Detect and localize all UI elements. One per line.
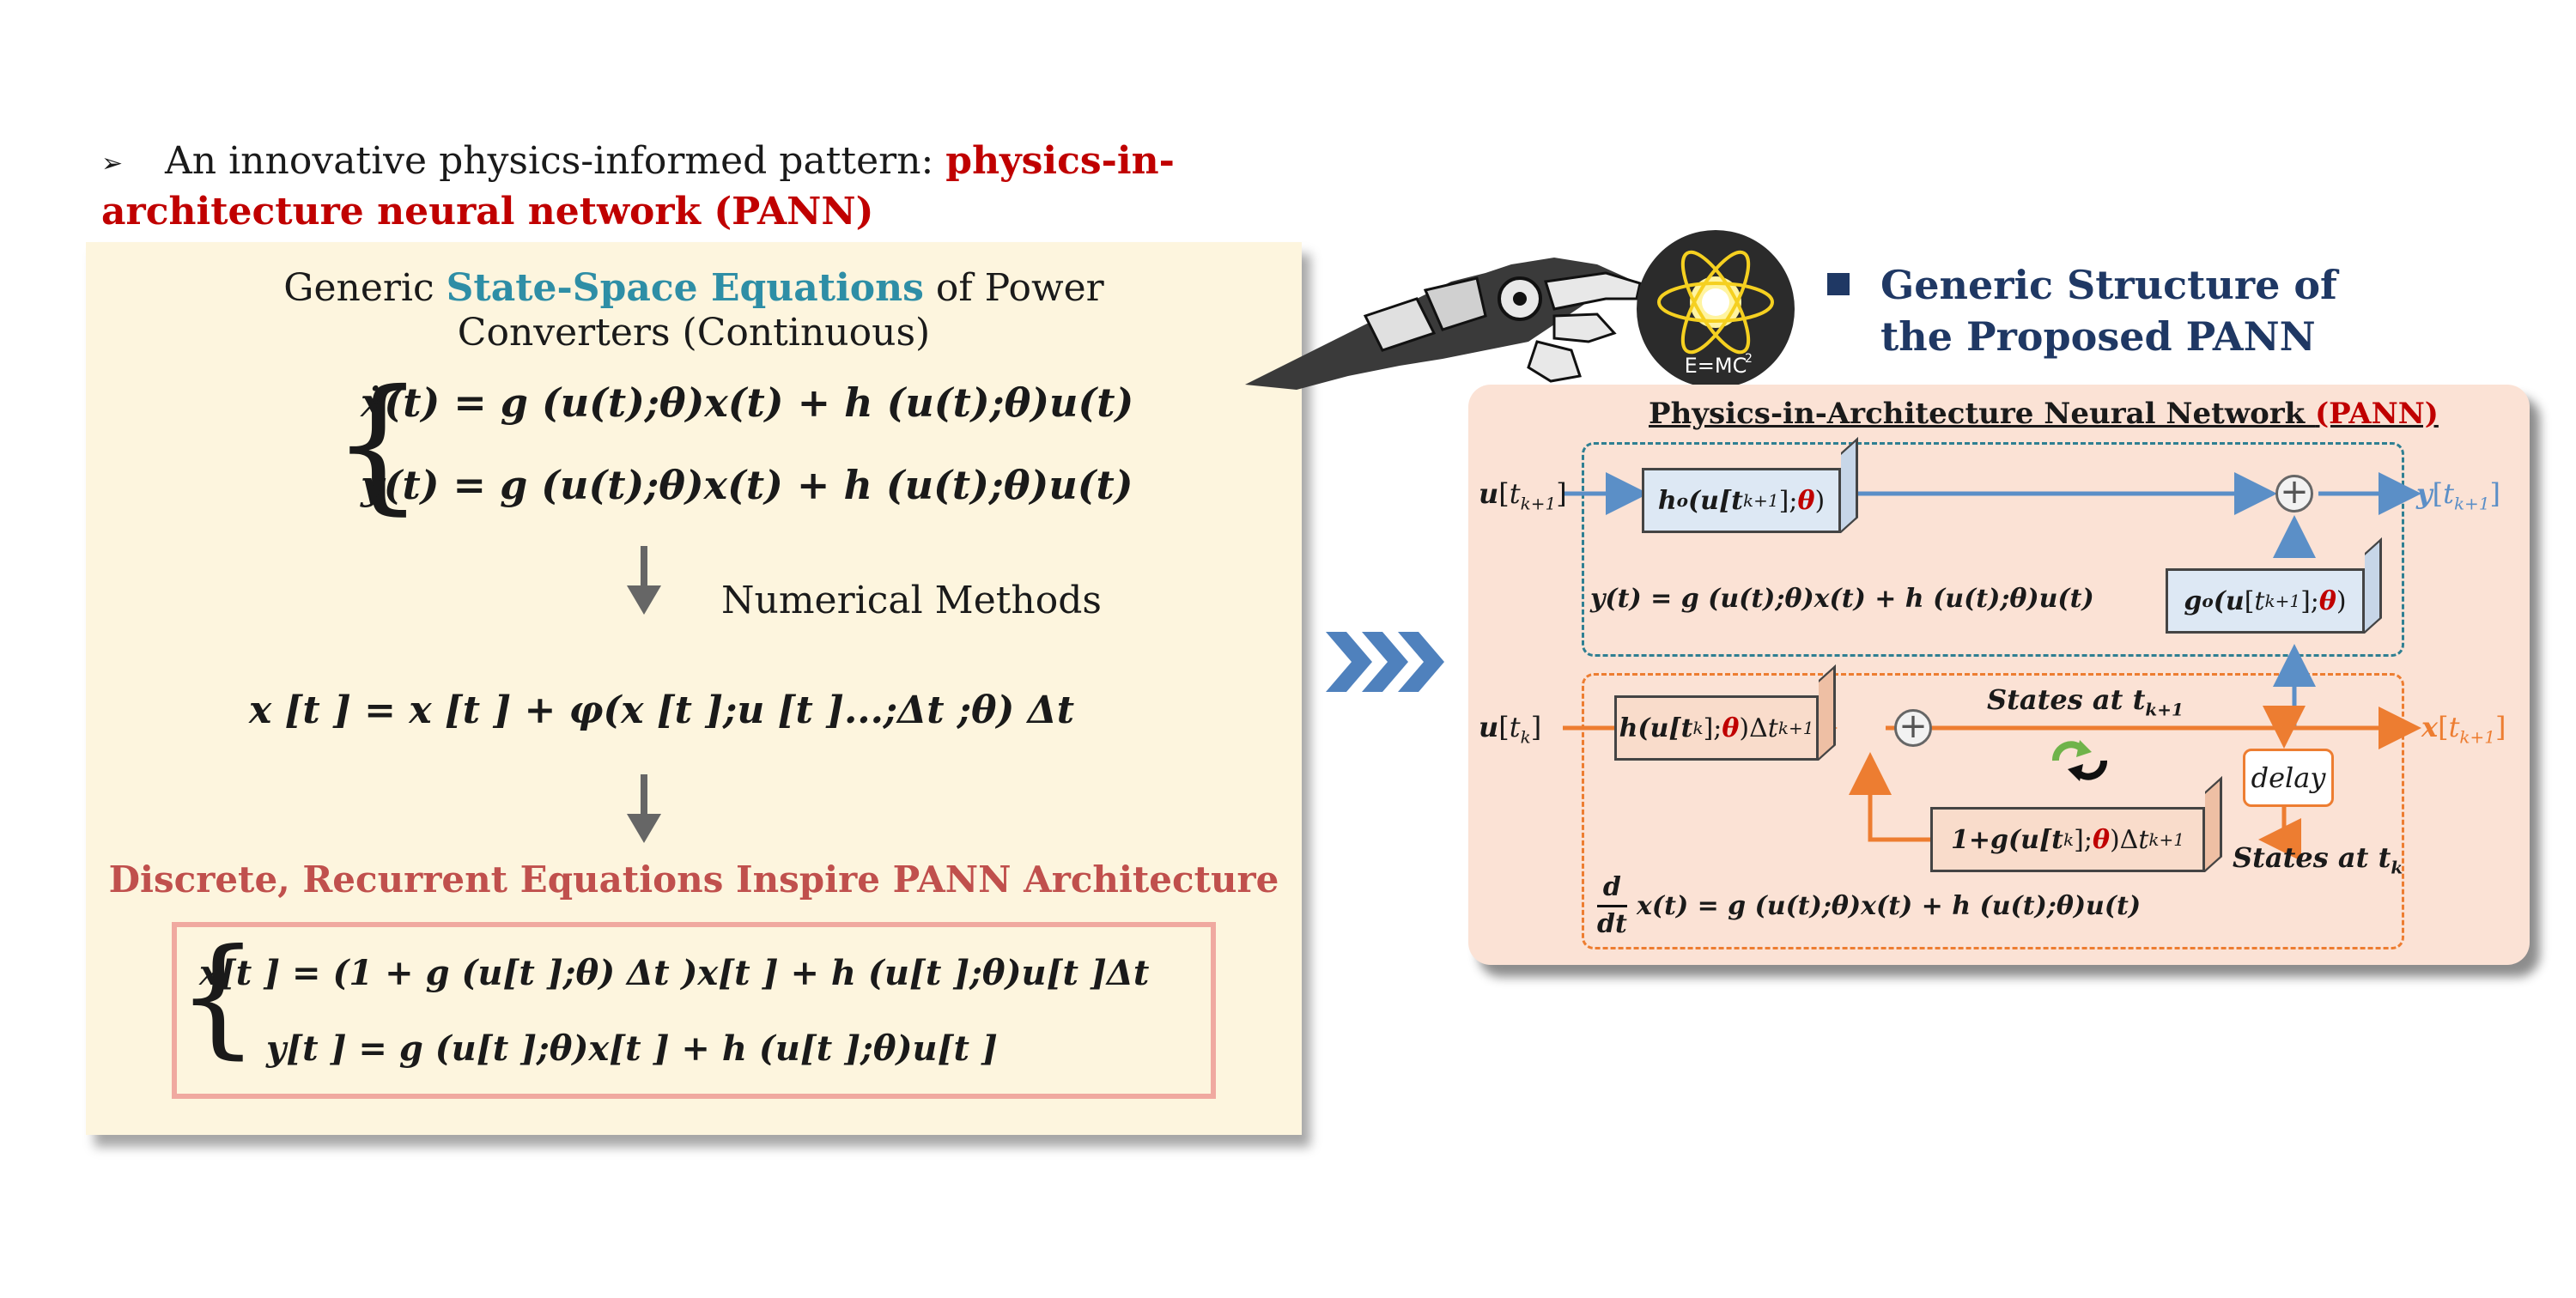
emc-exponent: 2 xyxy=(1745,352,1753,366)
continuous-equation-output: y(t) = g (u(t);θ)x(t) + h (u(t);θ)u(t) xyxy=(361,462,1133,508)
states-next-sub: k+1 xyxy=(2145,699,2184,720)
go-block-side xyxy=(2365,537,2382,634)
pann-title-highlight: (PANN) xyxy=(2315,397,2439,431)
robot-hand-icon xyxy=(1245,258,1642,390)
input-top-label: u[tk+1] xyxy=(1479,477,1567,514)
delay-block: delay xyxy=(2243,749,2334,807)
states-current-sub: k xyxy=(2391,857,2403,878)
discrete-title: Discrete, Recurrent Equations Inspire PA… xyxy=(108,858,1279,901)
states-current-text: States at t xyxy=(2233,841,2391,874)
pann-equation-state: x[t ] = (1 + g (u[t ];θ) Δt )x[t ] + h (… xyxy=(199,953,1150,993)
title-square-icon xyxy=(1827,273,1850,295)
discrete-equation: x [t ] = x [t ] + φ(x [t ];u [t ]...;Δt … xyxy=(249,688,1075,732)
down-arrow-icon xyxy=(627,774,661,843)
emc-label: E=MC xyxy=(1685,354,1747,378)
g-block-label: 1+g(u[t xyxy=(1950,824,2064,855)
h-block-side xyxy=(1819,664,1836,761)
states-current-label: States at tk xyxy=(2233,841,2403,877)
output-block-group xyxy=(1582,442,2404,657)
go-block-label: g xyxy=(2184,585,2202,616)
sum-node-icon: + xyxy=(2275,475,2313,513)
output-top-label: y[tk+1] xyxy=(2416,477,2501,514)
state-title-pre: Generic xyxy=(283,266,447,310)
generic-title-line2: the Proposed PANN xyxy=(1880,313,2316,360)
states-next-text: States at t xyxy=(1987,683,2146,716)
h-block-label: h(u[t xyxy=(1619,713,1693,743)
bullet-highlight-2: architecture neural network (PANN) xyxy=(101,189,874,234)
left-panel: Generic State-Space Equations of Power C… xyxy=(86,242,1302,1135)
state-title-post: of Power xyxy=(923,266,1104,310)
numerical-methods-label: Numerical Methods xyxy=(721,579,1102,622)
left-brace-icon: { xyxy=(177,922,259,1071)
pann-equation-box xyxy=(172,922,1216,1099)
header-bullet: ➢ An innovative physics-informed pattern:… xyxy=(101,137,1218,236)
bullet-highlight-1: physics-in- xyxy=(945,139,1175,183)
state-block-group xyxy=(1582,673,2404,949)
pann-diagram-title: Physics-in-Architecture Neural Network (… xyxy=(1649,397,2439,431)
recurrent-loop-icon xyxy=(2052,740,2107,781)
state-title-highlight: State-Space Equations xyxy=(446,266,924,310)
states-next-label: States at tk+1 xyxy=(1987,683,2184,719)
state-title-line2: Converters (Continuous) xyxy=(457,311,931,355)
ho-block-side xyxy=(1841,436,1858,533)
down-arrow-icon xyxy=(627,546,661,615)
g-block-side xyxy=(2205,775,2222,872)
ho-block-arg: (u[t xyxy=(1687,485,1744,516)
continuous-equation-state: ẋ(t) = g (u(t);θ)x(t) + h (u(t);θ)u(t) xyxy=(361,379,1134,426)
state-equation: x(t) = g (u(t);θ)x(t) + h (u(t);θ)u(t) xyxy=(1637,891,2142,921)
left-brace-icon: { xyxy=(331,359,425,529)
derivative-fraction: d dt xyxy=(1597,870,1627,942)
output-bottom-label: x[tk+1] xyxy=(2421,711,2506,748)
derivative-numerator: d xyxy=(1597,870,1627,907)
pann-title-text: Physics-in-Architecture Neural Network xyxy=(1649,397,2316,431)
pann-equation-output: y[t ] = g (u[t ];θ)x[t ] + h (u[t ];θ)u[… xyxy=(266,1028,998,1069)
chevron-right-icon xyxy=(1326,632,1444,692)
output-equation: y(t) = g (u(t);θ)x(t) + h (u(t);θ)u(t) xyxy=(1590,584,2094,614)
derivative-denominator: dt xyxy=(1597,909,1627,939)
generic-structure-title: Generic Structure of the Proposed PANN xyxy=(1880,259,2337,362)
state-space-title: Generic State-Space Equations of Power C… xyxy=(86,266,1302,355)
ho-block-label: h xyxy=(1657,485,1677,516)
atom-emblem-icon: E=MC 2 xyxy=(1637,230,1795,388)
input-bottom-label: u[tk] xyxy=(1479,711,1542,748)
sum-node-icon: + xyxy=(1894,709,1932,747)
generic-title-line1: Generic Structure of xyxy=(1880,262,2337,308)
bullet-text: An innovative physics-informed pattern: xyxy=(165,139,946,183)
bullet-arrow-icon: ➢ xyxy=(101,148,124,179)
